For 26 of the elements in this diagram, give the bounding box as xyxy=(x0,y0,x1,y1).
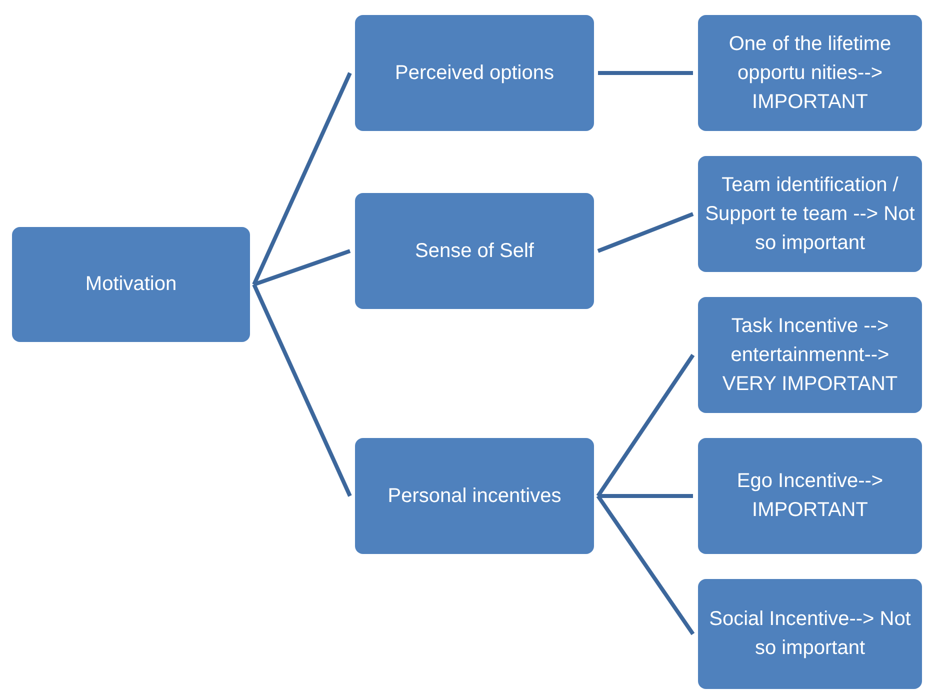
connector-line xyxy=(596,494,695,636)
process-box xyxy=(698,579,922,689)
process-box xyxy=(355,15,594,131)
box-text: Task Incentive --> entertainmennt--> VERY IMPORTANT xyxy=(721,314,899,396)
process-box xyxy=(698,15,922,131)
process-box xyxy=(355,438,594,554)
box-text: One of the lifetime opportu nities--> IMPORTANT xyxy=(728,32,892,114)
process-box xyxy=(698,156,922,272)
connector-line xyxy=(598,71,693,75)
box-text: Perceived options xyxy=(395,60,554,86)
process-box xyxy=(355,193,594,309)
process-box xyxy=(698,297,922,413)
box-text: Sense of Self xyxy=(415,238,534,264)
box-text: Social Incentive--> Not so important xyxy=(708,607,912,661)
box-text: Team identification / Support te team --> Not so important xyxy=(704,172,916,256)
box-text: Motivation xyxy=(85,272,177,297)
connector-line xyxy=(596,354,695,498)
box-text: Ego Incentive--> IMPORTANT xyxy=(736,469,884,523)
box-text: Personal incentives xyxy=(388,484,562,508)
connector-line xyxy=(597,212,694,253)
connector-line xyxy=(252,284,352,497)
connector-line xyxy=(253,249,351,286)
process-box xyxy=(698,438,922,554)
connector-line xyxy=(252,72,352,286)
process-box xyxy=(12,227,250,342)
connector-line xyxy=(598,494,693,498)
